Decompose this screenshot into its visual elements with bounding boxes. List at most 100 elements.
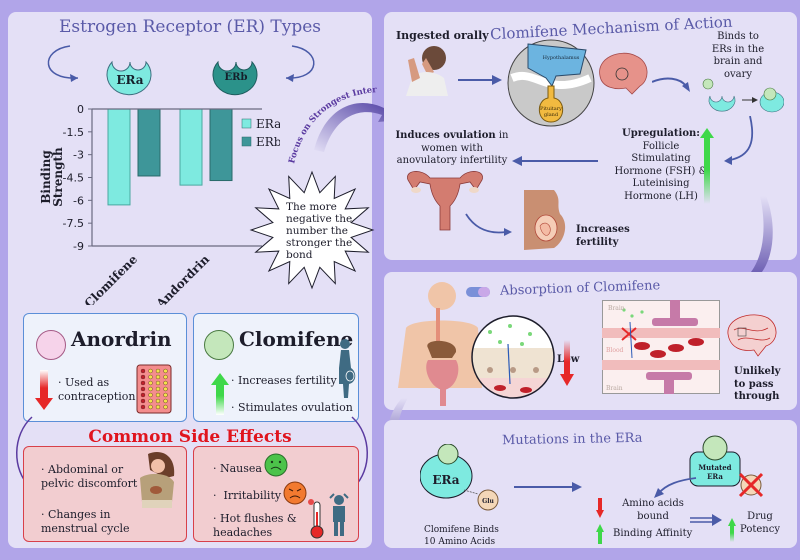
induces-bold: Induces ovulation xyxy=(395,130,496,141)
pill-dot xyxy=(163,392,168,398)
potency-line2: Potency xyxy=(740,524,780,535)
intestine-absorption-zoom xyxy=(471,315,555,399)
mutated-label-line2: ERa xyxy=(707,472,723,481)
pill-dot xyxy=(148,398,153,404)
pill-dot xyxy=(140,404,146,410)
anordrin-side-effect-1: · Abdominal or pelvic discomfort xyxy=(41,463,138,490)
pill-dot xyxy=(155,386,161,392)
brain-bottom-label: Brain xyxy=(606,385,623,392)
arrow-to-mutation-effects xyxy=(514,482,582,492)
binds-line3: brain and xyxy=(713,56,763,67)
glu-label: Glu xyxy=(482,498,494,505)
drug-potency-text: Drug Potency xyxy=(734,510,786,536)
clomifene-circle-icon xyxy=(204,330,234,360)
x-tick-label: Clomifene xyxy=(82,252,141,305)
upregulation-text: Upregulation: Follicle Stimulating Hormo… xyxy=(606,128,716,203)
y-tick-label: -7.5 xyxy=(63,217,84,230)
legend-swatch-era xyxy=(241,118,252,129)
pill-dot xyxy=(155,392,161,398)
pill-dot xyxy=(163,374,168,380)
induces-rest: in xyxy=(495,130,509,141)
pill-dot xyxy=(163,368,168,374)
era-receptor-label: ERa xyxy=(116,73,143,87)
mutated-label-line1: Mutated xyxy=(698,463,731,472)
pill-dot xyxy=(140,374,146,380)
binds-line2: ERs in the xyxy=(711,43,765,55)
induces-ovulation-text: Induces ovulation in women with anovulat… xyxy=(392,130,512,168)
pill-dot xyxy=(163,386,168,392)
pill-dot xyxy=(155,380,161,386)
era-receptor-text: ERa xyxy=(432,473,459,487)
human-digestive-system-icon xyxy=(398,282,482,406)
woman-abdominal-pain-icon xyxy=(140,452,175,508)
transition-arrow-to-absorption xyxy=(738,196,773,296)
upregulation-up-arrow-icon xyxy=(700,128,714,204)
unlikely-line1: Unlikely xyxy=(734,366,781,377)
pill-dot xyxy=(148,374,153,380)
unlikely-to-pass-text: Unlikely to pass through xyxy=(734,366,781,404)
arrowhead-icon xyxy=(286,74,294,82)
callout-line: negative the xyxy=(286,213,352,225)
pill-dot xyxy=(140,380,146,386)
clomifene-side-effect-3-line2: headaches xyxy=(213,526,273,539)
arrow-to-fertility xyxy=(465,213,512,236)
clomifene-side-effect-3-line1: Hot flushes & xyxy=(220,512,297,525)
hypothalamus-label: Hypothalamus xyxy=(543,55,580,61)
pill-dot xyxy=(155,374,161,380)
contraceptive-pill-pack-icon xyxy=(136,364,172,414)
pill-dot xyxy=(148,404,153,410)
anordrin-effect-line1: Used as xyxy=(65,376,110,389)
focus-strongest-interaction-arrow: Focus on Strongest Interaction xyxy=(284,80,398,165)
uterus-icon xyxy=(407,171,483,231)
amino-acids-bound-text: Amino acids bound xyxy=(616,497,690,523)
nausea-face-icon xyxy=(264,453,288,477)
amino-acids-down-arrow-icon xyxy=(596,498,604,518)
upregulation-line5: Hormone (LH) xyxy=(624,190,698,202)
arrow-to-upregulation xyxy=(724,116,754,165)
pill-dot xyxy=(148,380,153,386)
pill-dot xyxy=(148,386,153,392)
fertility-line2: fertility xyxy=(576,236,619,248)
pill-dot xyxy=(163,398,168,404)
x-tick-label: Andordrin xyxy=(153,252,212,305)
induces-line3: anovulatory infertility xyxy=(396,155,508,166)
arrow-to-amino-acids xyxy=(654,477,697,498)
callout-line: stronger the xyxy=(286,237,352,249)
transition-arrow-to-mutations xyxy=(388,398,412,466)
brain-icon xyxy=(599,52,648,95)
pill-dot xyxy=(148,368,153,374)
bar-clomifene-era xyxy=(107,108,131,206)
pill-dot xyxy=(163,380,168,386)
receptor-binding-icon xyxy=(702,78,784,113)
clomifene-side-effect-1: · Nausea xyxy=(213,462,262,475)
legend-swatch-erb xyxy=(241,136,252,147)
curved-arrow-icon xyxy=(285,45,315,79)
blocked-glu-icon xyxy=(738,472,764,498)
unlikely-line3: through xyxy=(734,391,780,402)
era-receptor-with-clomifene: ERa Glu xyxy=(420,444,499,511)
binds-to-ers-text: Binds to ERs in the brain and ovary xyxy=(706,31,770,81)
bar-andordrin-erb xyxy=(209,108,233,182)
blood-label: Blood xyxy=(606,347,624,354)
pill-dot xyxy=(140,386,146,392)
clomifene-effect-2: · Stimulates ovulation xyxy=(231,401,353,414)
headache-person-icon xyxy=(329,493,349,536)
bar-clomifene-erb xyxy=(137,108,161,177)
anordrin-name: Anordrin xyxy=(71,327,172,351)
y-tick-label: -4.5 xyxy=(63,172,84,185)
side-effects-heading: Common Side Effects xyxy=(88,427,292,447)
clomifene-binds-caption: Clomifene Binds 10 Amino Acids xyxy=(424,525,499,548)
capsule-pill-icon xyxy=(466,287,490,297)
pill-dot xyxy=(140,368,146,374)
binds-line1: Binds to xyxy=(717,31,759,42)
pill-dot xyxy=(163,404,168,410)
upregulation-line1: Follicle xyxy=(642,140,680,152)
clomifene-side-effect-1-text: Nausea xyxy=(220,462,262,475)
y-tick-label: -1.5 xyxy=(63,126,84,139)
pituitary-label-line1: Pituitary xyxy=(540,106,562,112)
person-taking-pill-icon xyxy=(406,46,448,96)
legend-label-era: ERa xyxy=(256,117,280,131)
pregnant-belly-icon xyxy=(524,190,566,250)
clomifene-effect-1: · Increases fertility xyxy=(231,374,337,387)
y-tick-label: -9 xyxy=(73,240,84,253)
